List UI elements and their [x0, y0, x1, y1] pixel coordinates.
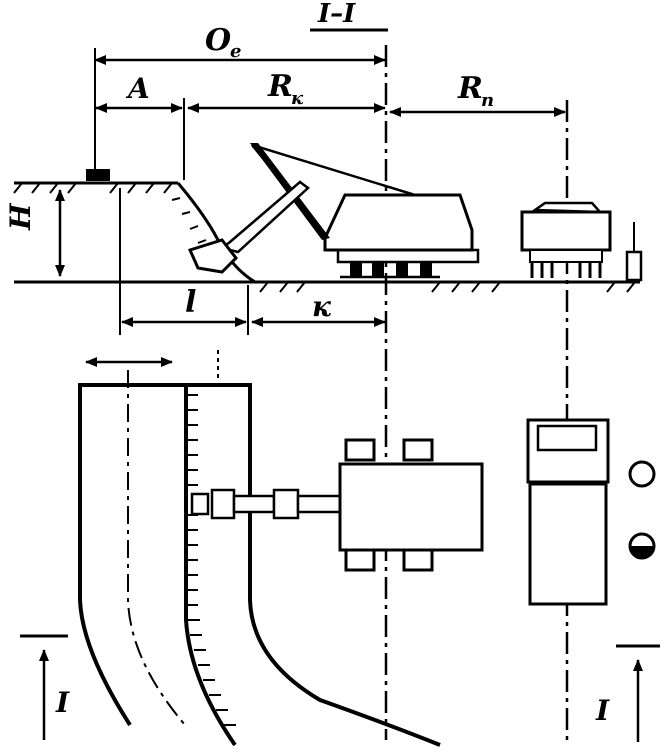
label-k: к — [312, 290, 332, 323]
signal-post — [625, 222, 643, 282]
label-oe-sub: e — [230, 41, 241, 62]
signal-lamp-on-icon — [628, 532, 656, 560]
signal-lamp-off-icon — [628, 460, 656, 488]
section-mark-left: I — [20, 634, 70, 740]
dimension-rk: R к — [187, 69, 386, 113]
bench-plan — [184, 350, 441, 747]
label-rp-sub: п — [481, 90, 494, 111]
dimension-oe: O e — [94, 23, 386, 65]
section-mark-right: I — [595, 644, 660, 742]
bench-marker — [86, 169, 110, 181]
trench-left — [78, 370, 186, 727]
dimension-k: к — [251, 290, 386, 327]
label-h: H — [4, 202, 37, 231]
ground-upper-bench — [13, 181, 178, 194]
ground-lower-level — [14, 280, 640, 293]
excavator-plan-view — [190, 438, 484, 572]
section-mark-right-label: I — [595, 694, 610, 727]
dimension-rp: R п — [389, 71, 566, 117]
dimension-a: A — [95, 72, 183, 113]
label-rp: R — [457, 71, 483, 106]
label-l: l — [185, 285, 196, 320]
dimension-l: l — [121, 285, 247, 327]
section-title: I–I — [317, 0, 356, 29]
label-rk: R — [267, 69, 293, 104]
dimension-h: H — [4, 189, 65, 277]
label-a: A — [125, 72, 150, 105]
label-oe: O — [205, 23, 231, 58]
excavator-side-view — [187, 143, 480, 279]
truck-plan-view — [526, 418, 610, 606]
truck-side-view — [520, 201, 612, 278]
section-mark-left-label: I — [55, 686, 70, 719]
label-rk-sub: к — [291, 88, 304, 109]
